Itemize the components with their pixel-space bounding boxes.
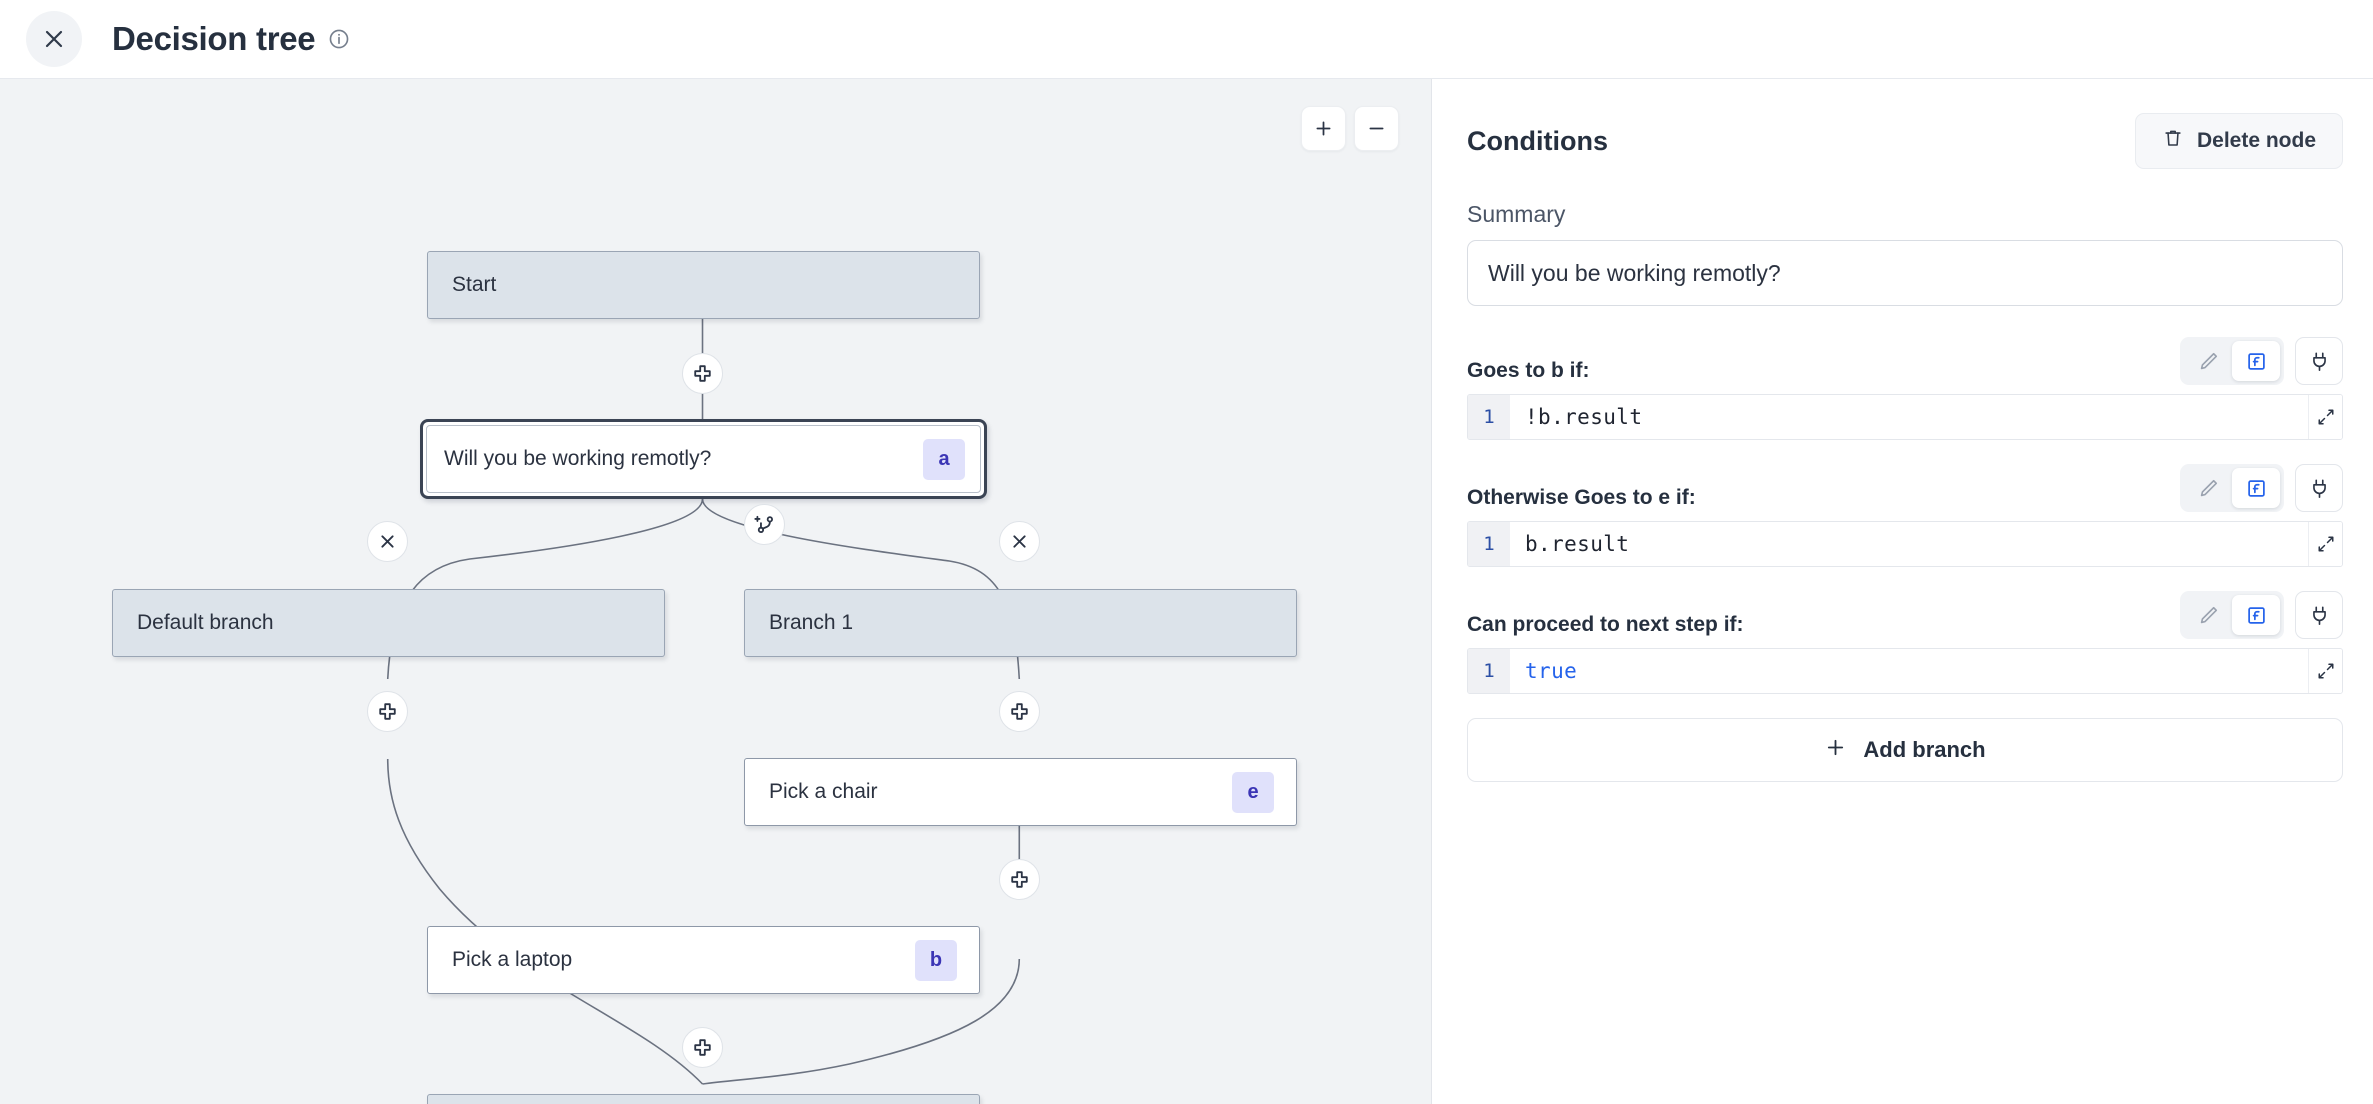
close-icon[interactable] <box>26 11 82 67</box>
function-f-icon[interactable] <box>2232 341 2280 381</box>
delete-node-button[interactable]: Delete node <box>2134 113 2343 169</box>
panel-title: Conditions <box>1467 125 1608 156</box>
condition-label: Otherwise Goes to e if: <box>1467 486 1696 509</box>
condition-block: Otherwise Goes to e if: <box>1467 464 2343 567</box>
zoom-controls <box>1301 106 1399 151</box>
remove-branch-handle-default[interactable] <box>367 521 408 562</box>
plug-icon[interactable] <box>2295 464 2343 512</box>
code-editor[interactable]: 1 !b.result <box>1467 394 2343 440</box>
node-label: Pick a laptop <box>452 948 573 971</box>
expand-diagonal-icon[interactable] <box>2308 395 2342 439</box>
add-branch-button[interactable]: Add branch <box>1467 718 2343 782</box>
add-branch-handle[interactable] <box>744 504 785 545</box>
add-step-handle-default[interactable] <box>367 691 408 732</box>
add-step-handle-chair[interactable] <box>999 859 1040 900</box>
condition-block: Can proceed to next step if: <box>1467 591 2343 694</box>
function-f-icon[interactable] <box>2232 595 2280 635</box>
line-number: 1 <box>1468 395 1510 439</box>
add-step-handle-laptop[interactable] <box>682 1027 723 1068</box>
trash-icon <box>2162 127 2184 155</box>
node-pick-a-chair[interactable]: Pick a chair e <box>744 758 1297 826</box>
flow-canvas[interactable]: Start Will you be working remotly? a Def… <box>0 79 1432 1104</box>
code-text[interactable]: b.result <box>1525 532 1630 556</box>
condition-block: Goes to b if: <box>1467 337 2343 440</box>
add-step-handle-branch1[interactable] <box>999 691 1040 732</box>
panel-header: Conditions Delete node <box>1467 113 2343 169</box>
condition-row: Otherwise Goes to e if: <box>1467 464 2343 512</box>
condition-label: Can proceed to next step if: <box>1467 613 1744 636</box>
code-editor[interactable]: 1 true <box>1467 648 2343 694</box>
summary-label: Summary <box>1467 201 1566 227</box>
mode-group <box>2180 337 2343 385</box>
delete-node-label: Delete node <box>2196 129 2316 152</box>
node-label: Will you be working remotly? <box>444 447 712 470</box>
zoom-out-button[interactable] <box>1354 106 1399 151</box>
line-number: 1 <box>1468 649 1510 693</box>
remove-branch-handle-1[interactable] <box>999 521 1040 562</box>
code-text[interactable]: true <box>1525 659 1578 683</box>
add-branch-label: Add branch <box>1863 737 1986 762</box>
node-start[interactable]: Start <box>427 251 980 319</box>
conditions-panel: Conditions Delete node Summary Will you … <box>1432 79 2373 1104</box>
add-step-handle-start-to-a[interactable] <box>682 353 723 394</box>
node-badge: e <box>1232 771 1274 813</box>
node-default-branch[interactable]: Default branch <box>112 589 665 657</box>
node-badge: a <box>923 438 965 480</box>
page-title: Decision tree <box>112 20 316 57</box>
mode-group <box>2180 464 2343 512</box>
plug-icon[interactable] <box>2295 591 2343 639</box>
info-circle-icon[interactable] <box>328 28 350 50</box>
node-label: Start <box>452 273 497 296</box>
plug-icon[interactable] <box>2295 337 2343 385</box>
condition-row: Can proceed to next step if: <box>1467 591 2343 639</box>
function-f-icon[interactable] <box>2232 468 2280 508</box>
zoom-in-button[interactable] <box>1301 106 1346 151</box>
code-editor[interactable]: 1 b.result <box>1467 521 2343 567</box>
code-text[interactable]: !b.result <box>1525 405 1643 429</box>
plus-icon <box>1824 736 1847 765</box>
main-body: Start Will you be working remotly? a Def… <box>0 79 2373 1104</box>
node-label: Default branch <box>137 611 274 634</box>
pencil-icon[interactable] <box>2184 468 2232 508</box>
node-badge: b <box>915 939 957 981</box>
mode-segmented-control <box>2180 337 2284 385</box>
app-header: Decision tree <box>0 0 2373 79</box>
summary-input[interactable]: Will you be working remotly? <box>1467 240 2343 306</box>
node-branch-1[interactable]: Branch 1 <box>744 589 1297 657</box>
summary-value: Will you be working remotly? <box>1488 259 1781 286</box>
pencil-icon[interactable] <box>2184 595 2232 635</box>
condition-row: Goes to b if: <box>1467 337 2343 385</box>
node-label: Branch 1 <box>769 611 854 634</box>
node-will-you-be-working-remotly[interactable]: Will you be working remotly? a <box>420 419 987 499</box>
node-end[interactable]: End <box>427 1094 980 1104</box>
mode-segmented-control <box>2180 591 2284 639</box>
node-pick-a-laptop[interactable]: Pick a laptop b <box>427 926 980 994</box>
line-number: 1 <box>1468 522 1510 566</box>
mode-group <box>2180 591 2343 639</box>
expand-diagonal-icon[interactable] <box>2308 649 2342 693</box>
mode-segmented-control <box>2180 464 2284 512</box>
condition-label: Goes to b if: <box>1467 359 1590 382</box>
node-label: Pick a chair <box>769 780 878 803</box>
expand-diagonal-icon[interactable] <box>2308 522 2342 566</box>
pencil-icon[interactable] <box>2184 341 2232 381</box>
